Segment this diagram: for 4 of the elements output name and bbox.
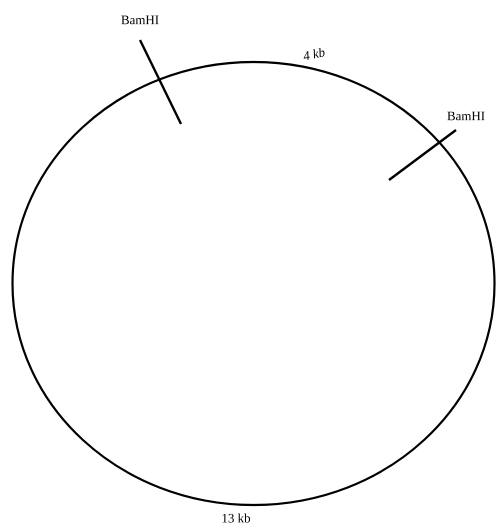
- label: BamHI: [447, 112, 485, 120]
- label: 4 kb: [304, 48, 325, 60]
- label: BamHI: [121, 16, 159, 24]
- label: 13 kb: [222, 513, 250, 523]
